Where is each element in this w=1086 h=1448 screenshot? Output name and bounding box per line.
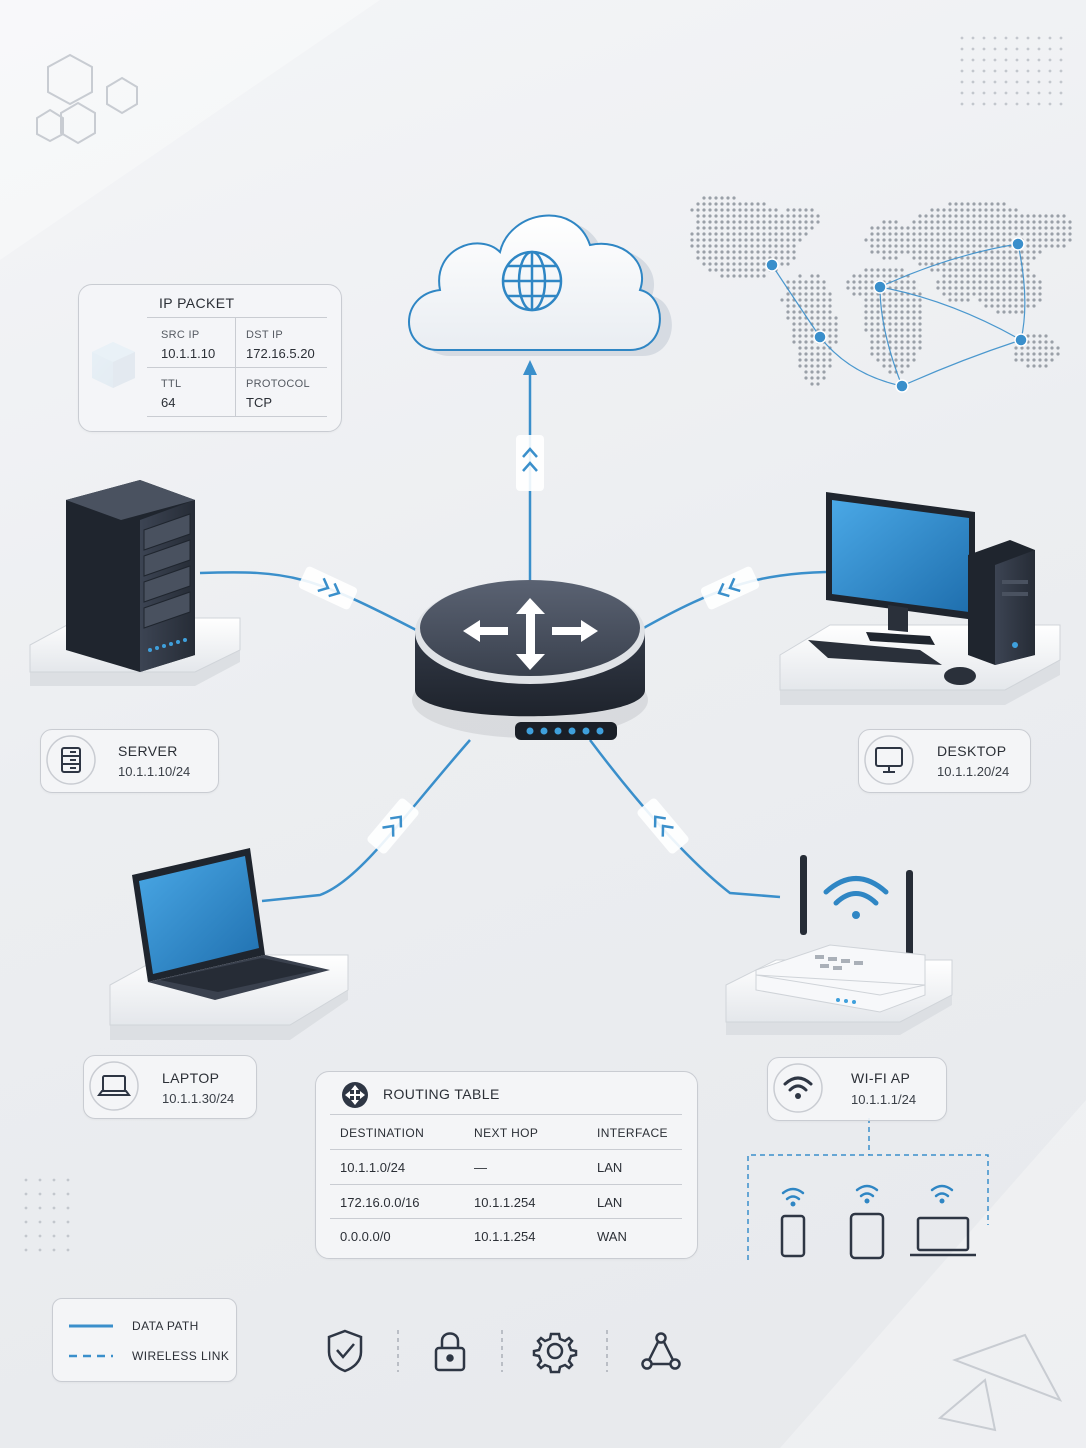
world-map-nodes bbox=[765, 237, 1028, 393]
ip-packet-title: IP PACKET bbox=[159, 295, 235, 311]
tablet-icon bbox=[849, 1212, 885, 1260]
server-ip: 10.1.1.10/24 bbox=[118, 764, 191, 779]
row3-interface: WAN bbox=[597, 1229, 627, 1244]
routing-table-title: ROUTING TABLE bbox=[383, 1086, 500, 1102]
ttl-label: TTL bbox=[161, 378, 182, 390]
gear-icon bbox=[532, 1332, 578, 1374]
router-table-icon bbox=[342, 1082, 368, 1108]
col-interface: INTERFACE bbox=[597, 1126, 668, 1140]
router-leds bbox=[515, 722, 617, 740]
lock-icon bbox=[434, 1332, 466, 1372]
legend-wireless-link: WIRELESS LINK bbox=[132, 1349, 230, 1363]
legend-card: DATA PATH WIRELESS LINK bbox=[52, 1298, 237, 1382]
laptop-device[interactable] bbox=[109, 848, 349, 1040]
server-device[interactable] bbox=[29, 480, 241, 686]
legend-data-path: DATA PATH bbox=[132, 1319, 199, 1333]
wifi-icon bbox=[773, 1063, 823, 1113]
link-chevrons bbox=[298, 435, 760, 854]
routing-table-card: ROUTING TABLE DESTINATION NEXT HOP INTER… bbox=[315, 1071, 698, 1259]
col-destination: DESTINATION bbox=[340, 1126, 425, 1140]
router-ap-link bbox=[589, 739, 781, 899]
row3-next-hop: 10.1.1.254 bbox=[474, 1229, 536, 1244]
row1-interface: LAN bbox=[597, 1160, 623, 1175]
desktop-label-card[interactable]: DESKTOP 10.1.1.20/24 bbox=[858, 729, 1031, 793]
wifi-signal-icon bbox=[823, 876, 889, 919]
wifi-ap-name: WI-FI AP bbox=[851, 1070, 911, 1086]
bottom-icons bbox=[327, 1329, 681, 1374]
wifi-ap-label-card[interactable]: WI-FI AP 10.1.1.1/24 bbox=[767, 1057, 947, 1121]
laptop-ip: 10.1.1.30/24 bbox=[162, 1091, 235, 1106]
row2-destination: 172.16.0.0/16 bbox=[340, 1195, 420, 1210]
row3-destination: 0.0.0.0/0 bbox=[340, 1229, 391, 1244]
shield-check-icon bbox=[327, 1329, 363, 1373]
protocol-value: TCP bbox=[246, 395, 272, 410]
network-nodes-icon bbox=[641, 1332, 681, 1370]
dst-ip-value: 172.16.5.20 bbox=[246, 346, 315, 361]
triangle-decoration bbox=[937, 1333, 1063, 1432]
server-name: SERVER bbox=[118, 743, 178, 759]
col-next-hop: NEXT HOP bbox=[474, 1126, 539, 1140]
router-device[interactable] bbox=[412, 580, 648, 740]
client-laptop-icon bbox=[910, 1216, 976, 1257]
legend-swatches bbox=[69, 1324, 113, 1358]
wifi-ap-device[interactable] bbox=[725, 855, 953, 1035]
row2-interface: LAN bbox=[597, 1195, 623, 1210]
protocol-label: PROTOCOL bbox=[246, 378, 310, 390]
ttl-value: 64 bbox=[161, 395, 176, 410]
desktop-name: DESKTOP bbox=[937, 743, 1007, 759]
wireless-clients bbox=[747, 1118, 989, 1260]
row1-destination: 10.1.1.0/24 bbox=[340, 1160, 406, 1175]
hexagon-decoration bbox=[36, 53, 138, 145]
arrowhead-cloud bbox=[523, 360, 537, 375]
wifi-ap-ip: 10.1.1.1/24 bbox=[851, 1092, 917, 1107]
router-arrows-icon bbox=[463, 598, 598, 670]
row2-next-hop: 10.1.1.254 bbox=[474, 1195, 536, 1210]
ip-packet-card: IP PACKET SRC IP 10.1.1.10 DST IP 172.16… bbox=[78, 284, 342, 432]
world-map-links bbox=[771, 243, 1026, 387]
monitor-icon bbox=[864, 735, 914, 785]
row1-next-hop: — bbox=[474, 1160, 487, 1175]
src-ip-label: SRC IP bbox=[161, 329, 200, 341]
phone-icon bbox=[780, 1214, 806, 1258]
server-rack-icon bbox=[46, 735, 96, 785]
dot-grid-decoration-left bbox=[24, 1178, 70, 1252]
dst-ip-label: DST IP bbox=[246, 329, 284, 341]
laptop-label-card[interactable]: LAPTOP 10.1.1.30/24 bbox=[83, 1055, 257, 1119]
router-laptop-link bbox=[261, 739, 471, 903]
cloud-internet[interactable] bbox=[408, 214, 672, 356]
dot-grid-decoration bbox=[960, 36, 1063, 106]
laptop-name: LAPTOP bbox=[162, 1070, 220, 1086]
src-ip-value: 10.1.1.10 bbox=[161, 346, 216, 361]
globe-icon bbox=[501, 250, 563, 312]
server-label-card[interactable]: SERVER 10.1.1.10/24 bbox=[40, 729, 219, 793]
tower-pc bbox=[968, 540, 1035, 665]
desktop-device[interactable] bbox=[779, 492, 1061, 705]
desktop-ip: 10.1.1.20/24 bbox=[937, 764, 1010, 779]
laptop-icon bbox=[89, 1061, 139, 1111]
